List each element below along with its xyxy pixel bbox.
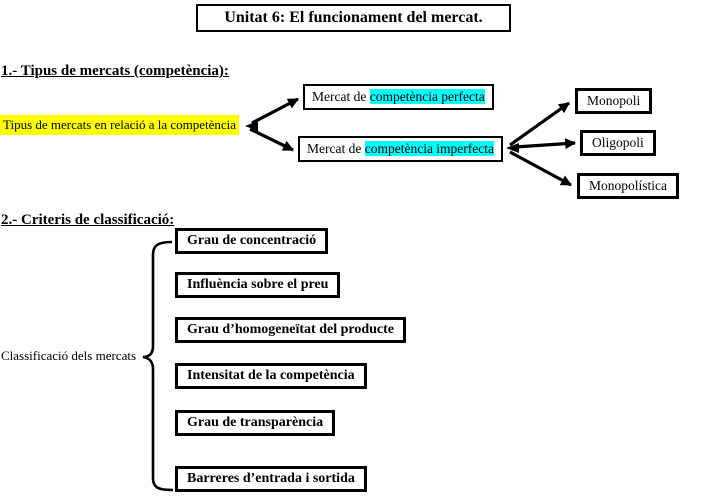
section2-heading: 2.- Criteris de classificació: bbox=[1, 212, 175, 228]
imperfect-competition-prefix: Mercat de bbox=[307, 141, 365, 156]
arrow-label-to-imperfect bbox=[249, 127, 294, 152]
arrowhead-to-source-label bbox=[245, 121, 258, 131]
perfect-competition-prefix: Mercat de bbox=[312, 89, 370, 104]
imperfect-competition-highlight: competència imperfecta bbox=[364, 141, 495, 156]
criterion-intensitat: Intensitat de la competència bbox=[175, 363, 367, 389]
arrow-label-to-perfect bbox=[251, 97, 299, 125]
section1-source-label: Tipus de mercats en relació a la competè… bbox=[0, 115, 240, 135]
arrowhead-to-imperfect-box bbox=[506, 143, 519, 153]
criterion-influencia-preu: Influència sobre el preu bbox=[175, 272, 341, 298]
perfect-competition-box: Mercat de competència perfecta bbox=[303, 84, 494, 110]
imperfect-competition-box: Mercat de competència imperfecta bbox=[298, 136, 504, 162]
unit-title: Unitat 6: El funcionament del mercat. bbox=[196, 4, 511, 32]
criterion-homogeneitat: Grau d’homogeneïtat del producte bbox=[175, 317, 407, 343]
section2-source-label: Classificació dels mercats bbox=[1, 348, 137, 363]
market-type-oligopoli: Oligopoli bbox=[580, 130, 656, 156]
criteria-brace bbox=[142, 240, 174, 492]
market-type-monopolistica: Monopolística bbox=[577, 173, 679, 199]
criterion-transparencia: Grau de transparència bbox=[175, 410, 336, 436]
criterion-barreres: Barreres d’entrada i sortida bbox=[175, 466, 367, 492]
arrow-imperfect-to-oligopoli bbox=[514, 138, 577, 150]
criterion-concentracio: Grau de concentració bbox=[175, 228, 329, 254]
section1-heading: 1.- Tipus de mercats (competència): bbox=[1, 63, 229, 79]
perfect-competition-highlight: competència perfecta bbox=[369, 89, 485, 104]
arrow-imperfect-to-monopolistica bbox=[509, 150, 572, 187]
arrow-imperfect-to-monopoli bbox=[509, 101, 570, 147]
market-type-monopoli: Monopoli bbox=[575, 88, 653, 114]
